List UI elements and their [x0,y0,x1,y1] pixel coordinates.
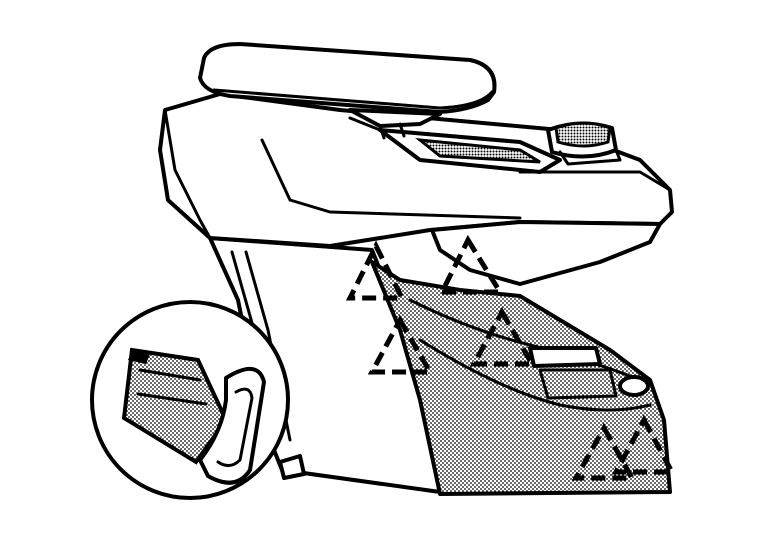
lid-hinge [348,108,442,128]
clip-callouts [345,234,677,481]
callout-triangle-5 [571,422,637,481]
callout-triangle-6 [611,414,677,475]
front-panel-slot [528,346,602,368]
inset-clip-tab [198,367,266,485]
callout-triangle-1 [345,240,407,301]
console-foot-tab [278,454,306,480]
front-panel-knob [618,375,650,397]
control-knob [546,121,622,166]
front-trim-panel [370,260,672,496]
callout-triangle-4 [469,306,537,367]
armrest-lid [198,42,497,140]
callout-triangle-2 [437,234,505,295]
tray-grille [415,138,541,164]
clip-detail-inset [90,300,290,500]
callout-triangle-3 [367,314,435,375]
console-tray [348,116,562,174]
